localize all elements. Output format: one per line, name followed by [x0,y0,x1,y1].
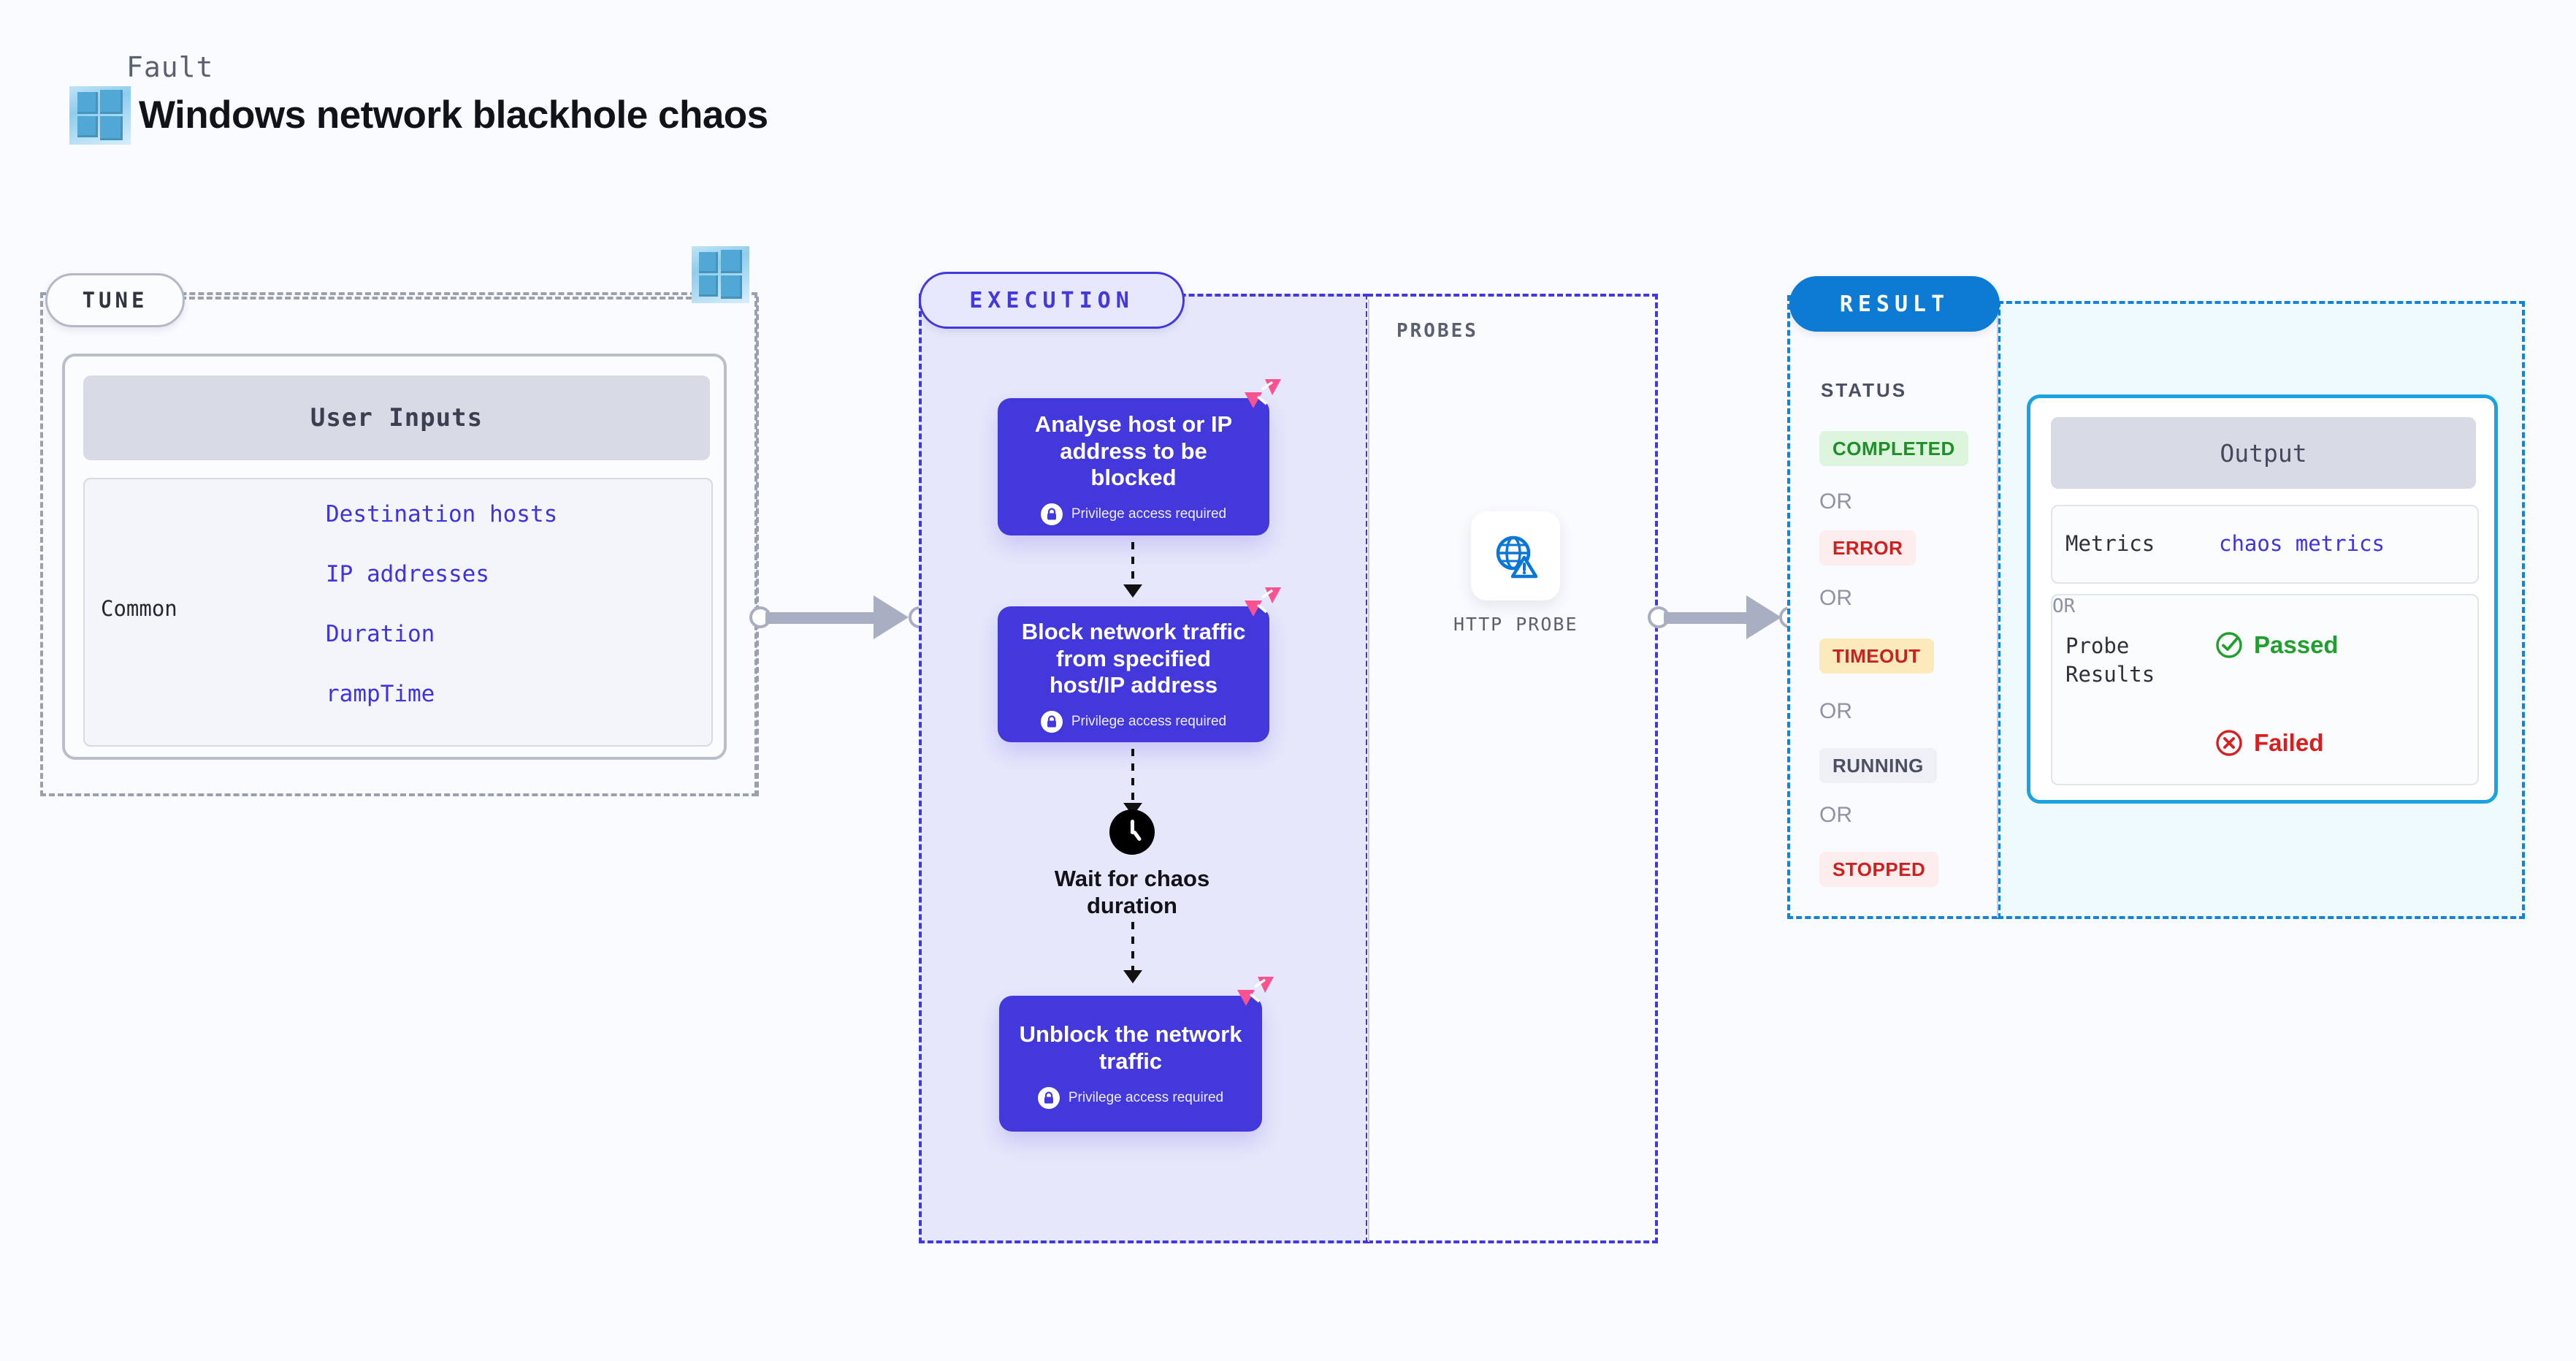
user-inputs-header: User Inputs [83,375,710,460]
lock-icon [1037,1086,1060,1109]
execution-step-card[interactable]: Block network traffic from specified hos… [998,587,1281,742]
probe-item[interactable]: HTTP PROBE [1453,511,1578,635]
flow-arrow-line [1131,922,1134,973]
x-circle-icon [2216,730,2242,756]
wait-step: Wait for chaos duration [1037,809,1227,919]
privilege-note: Privilege access required [1037,1086,1224,1109]
metrics-label: Metrics [2065,531,2155,556]
lock-icon [1040,710,1063,733]
execution-step-title: Unblock the network traffic [1019,1021,1242,1074]
fault-kicker-label: Fault [126,51,214,83]
or-separator: OR [1819,803,1852,827]
region-divider [1997,301,1998,918]
flow-arrow-line [1131,542,1134,587]
privilege-note-text: Privilege access required [1071,506,1227,522]
tune-dashed-connector-horizontal [180,297,692,300]
execution-section-pill[interactable]: EXECUTION [919,272,1185,329]
metrics-row: Metrics chaos metrics [2051,505,2479,584]
privilege-note-text: Privilege access required [1071,713,1227,729]
tune-param-list: Destination hosts IP addresses Duration … [326,501,691,741]
failed-label: Failed [2254,729,2324,756]
user-inputs-card: User Inputs Common Destination hosts IP … [62,354,727,760]
check-circle-icon [2216,632,2242,658]
or-separator: OR [1819,586,1852,610]
litmus-chaos-icon [1245,587,1281,617]
passed-label: Passed [2254,631,2339,658]
windows-logo-icon [692,246,749,303]
metrics-value[interactable]: chaos metrics [2219,531,2385,556]
probes-section-label: PROBES [1396,320,1478,342]
status-badge: STOPPED [1819,852,1939,887]
or-separator: OR [2052,595,2076,617]
probe-result-failed: Failed [2214,728,2323,758]
clock-icon [1109,809,1155,855]
lock-icon [1040,503,1063,525]
status-badge: RUNNING [1819,748,1937,783]
arrow-head-icon [874,595,909,639]
page-title: Windows network blackhole chaos [139,94,768,137]
wait-step-label: Wait for chaos duration [1054,866,1210,919]
privilege-note: Privilege access required [1040,503,1227,525]
arrow-head-icon [1746,595,1781,639]
status-badge: ERROR [1819,530,1916,565]
windows-logo-icon [69,86,131,145]
privilege-note-text: Privilege access required [1068,1089,1224,1105]
connector-shaft [1664,612,1762,624]
probe-caption: HTTP PROBE [1453,614,1578,635]
tune-section-pill[interactable]: TUNE [45,273,185,327]
execution-step-title: Analyse host or IP address to be blocked [1034,411,1233,491]
execution-step-title: Block network traffic from specified hos… [1021,619,1246,698]
common-group-label: Common [101,596,177,621]
privilege-note: Privilege access required [1040,710,1227,733]
probes-region [1367,294,1658,1243]
litmus-chaos-icon [1237,977,1274,1006]
execution-step-card[interactable]: Analyse host or IP address to be blocked… [998,379,1281,535]
tune-param[interactable]: Duration [326,621,435,647]
connector-tune-to-execution [749,595,932,639]
result-status-region [1787,295,1998,919]
or-separator: OR [1819,699,1852,723]
tune-param[interactable]: IP addresses [326,561,489,587]
flow-arrow-head-icon [1123,970,1142,983]
status-badge: TIMEOUT [1819,638,1934,674]
connector-shaft [765,612,890,624]
execution-step-card[interactable]: Unblock the network traffic Privilege ac… [999,977,1274,1132]
tune-dashed-connector-vertical [756,297,759,796]
user-inputs-body: Common Destination hosts IP addresses Du… [83,478,713,747]
region-divider [1368,300,1369,1242]
flow-arrow-line [1131,749,1134,806]
flow-arrow-head-icon [1123,584,1142,598]
status-label: STATUS [1821,379,1908,401]
or-separator: OR [1819,489,1852,514]
tune-param[interactable]: rampTime [326,681,435,707]
status-badge: COMPLETED [1819,431,1968,466]
tune-param[interactable]: Destination hosts [326,501,558,527]
output-header: Output [2051,417,2476,489]
litmus-chaos-icon [1245,379,1281,408]
connector-execution-to-result [1648,595,1803,639]
result-section-pill[interactable]: RESULT [1789,276,2000,332]
fault-header: Fault Windows network blackhole chaos [69,51,1092,146]
probe-result-passed: Passed [2214,630,2339,660]
globe-warning-icon [1471,511,1560,601]
